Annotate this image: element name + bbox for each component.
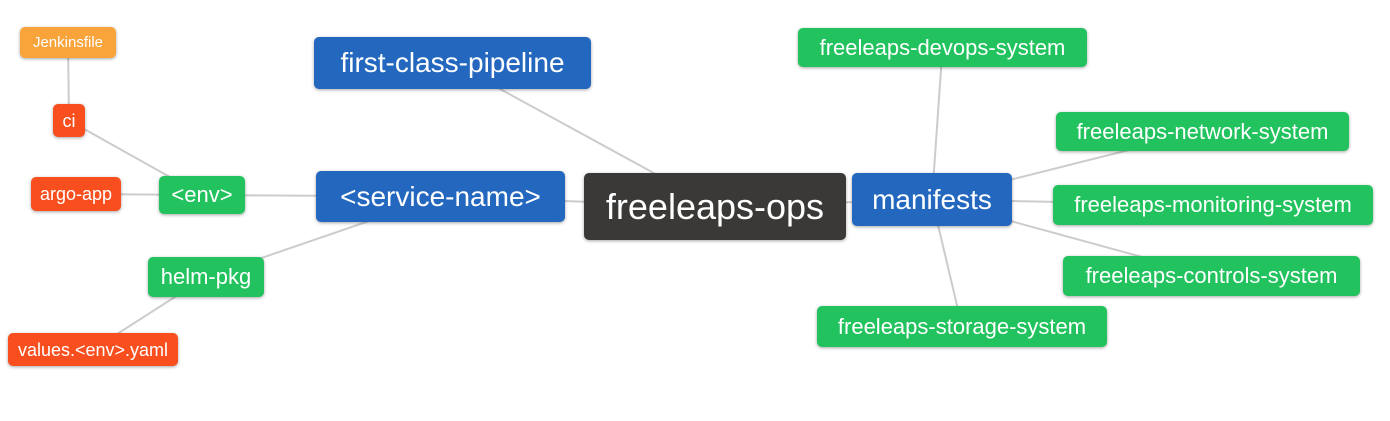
node-freeleaps-controls-system[interactable]: freeleaps-controls-system — [1063, 256, 1360, 296]
node-helm-pkg[interactable]: helm-pkg — [148, 257, 264, 297]
node-values-env-yaml[interactable]: values.<env>.yaml — [8, 333, 178, 366]
node-freeleaps-ops[interactable]: freeleaps-ops — [584, 173, 846, 240]
node-freeleaps-monitoring-system[interactable]: freeleaps-monitoring-system — [1053, 185, 1373, 225]
node-ci[interactable]: ci — [53, 104, 85, 137]
node-freeleaps-network-system[interactable]: freeleaps-network-system — [1056, 112, 1349, 151]
node-jenkinsfile[interactable]: Jenkinsfile — [20, 27, 116, 58]
node-freeleaps-devops-system[interactable]: freeleaps-devops-system — [798, 28, 1087, 67]
node-argo-app[interactable]: argo-app — [31, 177, 121, 211]
node-first-class-pipeline[interactable]: first-class-pipeline — [314, 37, 591, 89]
node-freeleaps-storage-system[interactable]: freeleaps-storage-system — [817, 306, 1107, 347]
node-env[interactable]: <env> — [159, 176, 245, 214]
node-service-name[interactable]: <service-name> — [316, 171, 565, 222]
node-manifests[interactable]: manifests — [852, 173, 1012, 226]
